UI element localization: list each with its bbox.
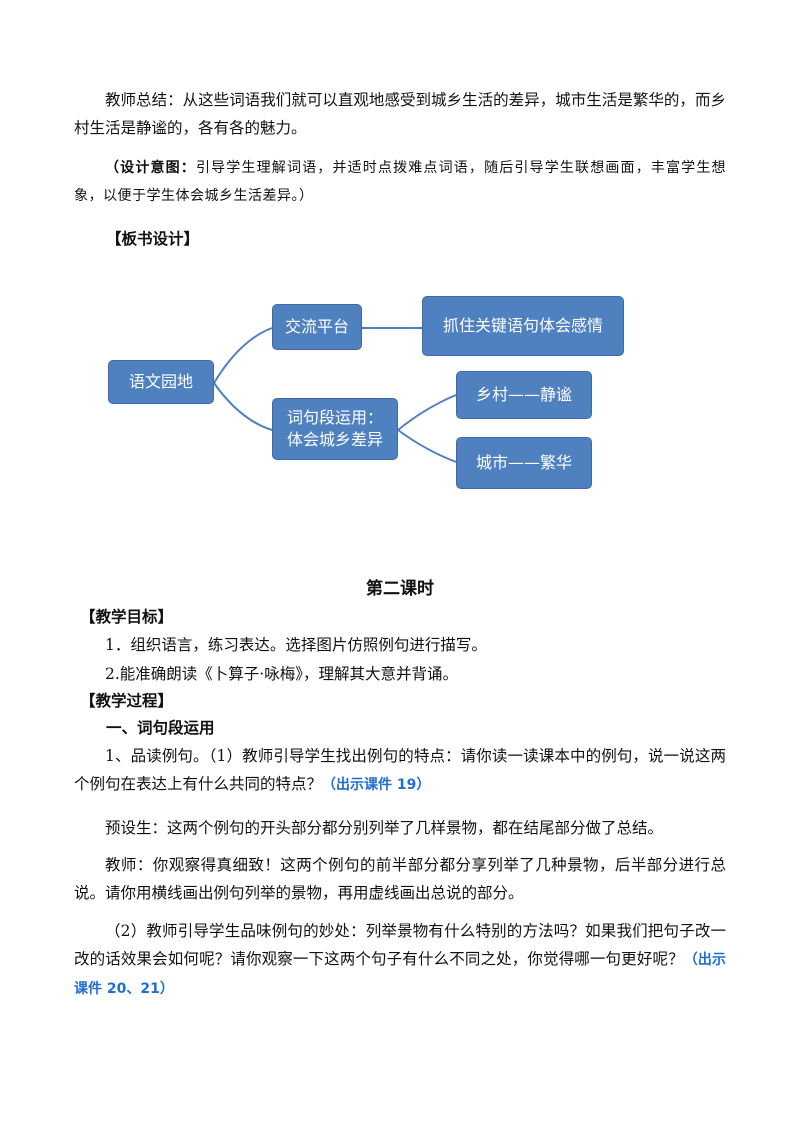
preset-student-answer: 预设生：这两个例句的开头部分都分别列举了几样景物，都在结尾部分做了总结。 [105, 819, 664, 837]
design-intent-label: （设计意图： [105, 160, 196, 176]
diagram-connectors [213, 327, 457, 463]
teaching-goals-heading: 【教学目标】 [80, 607, 174, 626]
teaching-process-heading: 【教学过程】 [80, 691, 174, 710]
node-root: 语文园地 [108, 360, 214, 404]
teacher-summary: 教师总结：从这些词语我们就可以直观地感受到城乡生活的差异，城市生活是繁华的，而乡… [74, 91, 726, 137]
courseware-ref-20-21: （出示课件 20、21） [74, 952, 727, 997]
design-intent-note: （设计意图：引导学生理解词语，并适时点拨难点词语，随后引导学生联想画面，丰富学生… [74, 154, 726, 210]
step1-paragraph: 1、品读例句。（1）教师引导学生找出例句的特点：请你读一读课本中的例句，说一说这… [74, 742, 726, 799]
node-village-quiet: 乡村——静谧 [456, 371, 592, 419]
goal-1: 1．组织语言，练习表达。选择图片仿照例句进行描写。 [105, 636, 487, 654]
board-diagram: 语文园地 交流平台 抓住关键语句体会感情 词句段运用：体会城乡差异 乡村——静谧… [0, 290, 800, 500]
step2-text: （2）教师引导学生品味例句的妙处：列举景物有什么特别的方法吗？如果我们把句子改一… [74, 922, 726, 968]
node-word-sentence-use: 词句段运用：体会城乡差异 [272, 398, 398, 460]
node-key-sentences: 抓住关键语句体会感情 [422, 296, 624, 356]
step2-paragraph: （2）教师引导学生品味例句的妙处：列举景物有什么特别的方法吗？如果我们把句子改一… [74, 917, 726, 1003]
design-intent-text: 引导学生理解词语，并适时点拨难点词语，随后引导学生联想画面，丰富学生想象，以便于… [74, 160, 727, 204]
node-exchange-platform: 交流平台 [272, 304, 362, 350]
node-city-bustling: 城市——繁华 [456, 437, 592, 489]
step1-text: 1、品读例句。（1）教师引导学生找出例句的特点：请你读一读课本中的例句，说一说这… [74, 747, 726, 793]
section-word-sentence-use: 一、词句段运用 [106, 718, 215, 737]
teacher-response: 教师：你观察得真细致！这两个例句的前半部分都分享列举了几种景物，后半部分进行总说… [74, 856, 726, 902]
goal-2: 2.能准确朗读《卜算子·咏梅》，理解其大意并背诵。 [105, 665, 458, 683]
courseware-ref-19: （出示课件 19） [322, 777, 431, 793]
lesson2-title: 第二课时 [366, 579, 434, 599]
board-design-heading: 【板书设计】 [106, 229, 200, 248]
